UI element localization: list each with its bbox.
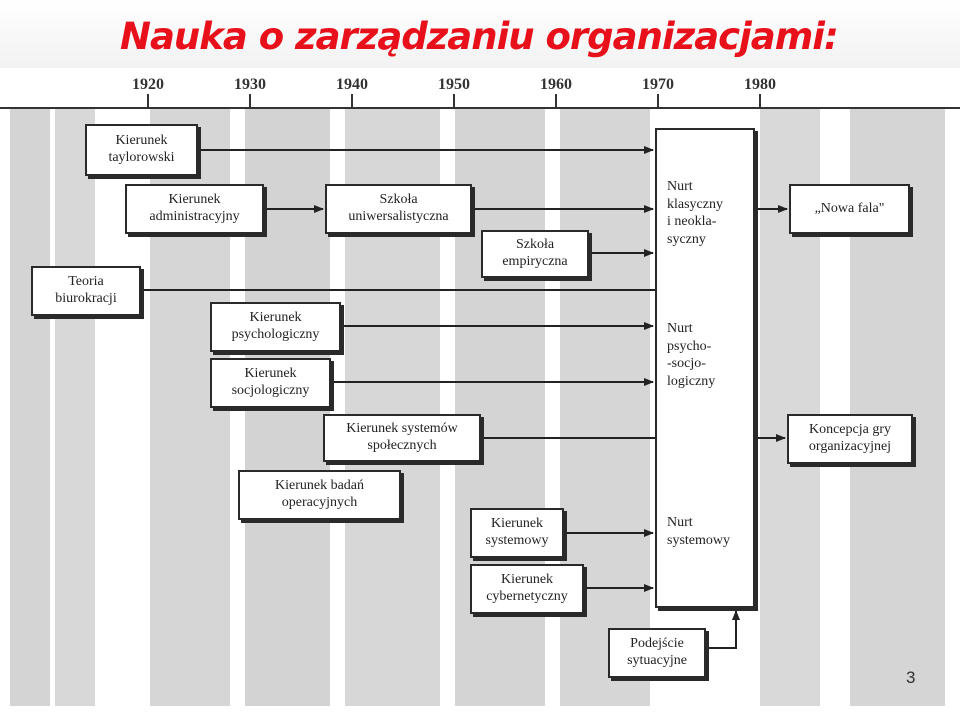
management-schools-diagram: 1920 1930 1940 1950 1960 1970 1980 — [0, 68, 960, 706]
timeline-axis — [0, 94, 960, 109]
year-label-1950: 1950 — [438, 76, 470, 93]
box-kierunek-badan-operacyjnych: Kierunek badań operacyjnych — [238, 470, 401, 520]
box-kierunek-taylorowski: Kierunek taylorowski — [85, 124, 198, 176]
box-kierunek-socjologiczny: Kierunek socjologiczny — [210, 358, 331, 408]
page-number: 3 — [906, 668, 916, 687]
box-kierunek-cybernetyczny: Kierunek cybernetyczny — [470, 564, 584, 614]
year-label-1940: 1940 — [336, 76, 368, 93]
nurt-klasyczny: Nurt klasyczny i neokla- syczny — [667, 179, 723, 247]
slide-title: Nauka o zarządzaniu organizacjami: — [120, 15, 839, 58]
box-nowa-fala: „Nowa fala" — [789, 184, 910, 234]
year-label-1920: 1920 — [132, 76, 164, 93]
arrow-sytuacyjne — [706, 610, 740, 649]
box-kierunek-systemowy: Kierunek systemowy — [470, 508, 564, 558]
title-bar: Nauka o zarządzaniu organizacjami: — [0, 0, 960, 68]
box-szkola-uniwersalistyczna: Szkoła uniwersalistyczna — [325, 184, 472, 234]
box-szkola-empiryczna: Szkoła empiryczna — [481, 230, 589, 278]
box-teoria-biurokracji: Teoria biurokracji — [31, 266, 141, 316]
year-label-1930: 1930 — [234, 76, 266, 93]
box-podejscie-sytuacyjne: Podejście sytuacyjne — [608, 628, 706, 678]
box-kierunek-administracyjny: Kierunek administracyjny — [125, 184, 264, 234]
decade-stripe — [10, 108, 50, 706]
year-label-1960: 1960 — [540, 76, 572, 93]
nurty-block: Nurt klasyczny i neokla- syczny Nurt psy… — [655, 128, 755, 608]
decade-stripe — [55, 108, 95, 706]
year-label-1980: 1980 — [744, 76, 776, 93]
nurt-psycho-socjologiczny: Nurt psycho- -socjo- logiczny — [667, 321, 716, 389]
year-label-1970: 1970 — [642, 76, 674, 93]
nurt-systemowy: Nurt systemowy — [667, 515, 730, 548]
box-kierunek-psychologiczny: Kierunek psychologiczny — [210, 302, 341, 352]
box-kierunek-systemow-spolecznych: Kierunek systemów społecznych — [323, 414, 481, 462]
arrows-layer — [0, 94, 960, 649]
box-koncepcja-gry-organizacyjnej: Koncepcja gry organizacyjnej — [787, 414, 913, 464]
